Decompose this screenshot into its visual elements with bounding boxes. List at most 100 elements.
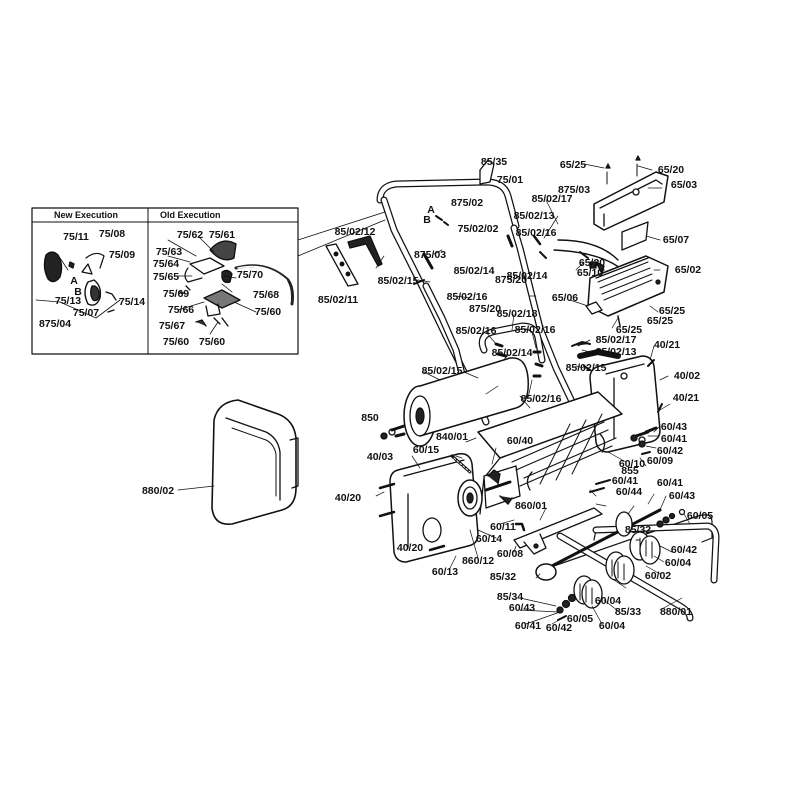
callout-40-03: 40/03	[366, 450, 394, 463]
callout-60-43-c: 60/43	[508, 601, 536, 614]
callout-875-20-b: 875/20	[468, 302, 502, 315]
callout-65-02: 65/02	[674, 263, 702, 276]
callout-85-35: 85/35	[480, 155, 508, 168]
callout-60-04-b: 60/04	[594, 594, 622, 607]
callout-60-13: 60/13	[431, 565, 459, 578]
callout-75-66: 75/66	[167, 303, 195, 316]
callout-85-02-12: 85/02/12	[334, 225, 376, 238]
callout-85-32-a: 85/32	[624, 523, 652, 536]
callout-75-64: 75/64	[152, 257, 180, 270]
callout-65-06: 65/06	[551, 291, 579, 304]
callout-75-11: 75/11	[63, 230, 89, 243]
callout-85-02-11: 85/02/11	[317, 293, 359, 306]
callout-60-41-a: 60/41	[660, 432, 688, 445]
callout-65-03: 65/03	[670, 178, 698, 191]
callout-85-02-16: 85/02/16	[515, 226, 557, 239]
callout-85-02-16-c: 85/02/16	[455, 324, 497, 337]
callout-850: 850	[361, 411, 379, 424]
callout-75-68: 75/68	[252, 288, 280, 301]
callout-40-21-mid: 40/21	[672, 391, 700, 404]
callout-60-43-a: 60/43	[660, 420, 688, 433]
callout-60-05-a: 60/05	[686, 509, 714, 522]
callout-60-44: 60/44	[615, 485, 643, 498]
inset-panel	[31, 207, 386, 355]
callout-85-34: 85/34	[496, 590, 524, 603]
callout-75-07: 75/07	[72, 306, 100, 319]
callout-60-08: 60/08	[496, 547, 524, 560]
callout-85-02-17: 85/02/17	[531, 192, 573, 205]
callout-75-65: 75/65	[152, 270, 180, 283]
callout-40-20-b: 40/20	[396, 541, 424, 554]
callout-60-02: 60/02	[644, 569, 672, 582]
callout-880-02: 880/02	[141, 484, 175, 497]
callout-60-15: 60/15	[412, 443, 440, 456]
callout-85-32-b: 85/32	[489, 570, 517, 583]
callout-60-04-a: 60/04	[664, 556, 692, 569]
callout-75-67: 75/67	[158, 319, 186, 332]
callout-860-12: 860/12	[461, 554, 495, 567]
callout-65-25-r2: 65/25	[646, 314, 674, 327]
callout-75-60-b: 75/60	[162, 335, 190, 348]
callout-75-09: 75/09	[108, 248, 136, 261]
callout-60-09: 60/09	[646, 454, 674, 467]
callout-85-02-18: 85/02/18	[496, 307, 538, 320]
callout-75-02-02: 75/02/02	[457, 222, 499, 235]
callout-75-60-c: 75/60	[198, 335, 226, 348]
callout-85-02-17-mid: 85/02/17	[595, 333, 637, 346]
callout-75-62: 75/62	[176, 228, 204, 241]
callout-875-03: 875/03	[557, 183, 591, 196]
callout-60-10: 60/10	[618, 457, 646, 470]
callout-840-01: 840/01	[435, 430, 469, 443]
callout-85-02-15-b: 85/02/15	[421, 364, 463, 377]
callout-75-70: 75/70	[236, 268, 264, 281]
callout-85-02-16-b: 85/02/16	[446, 290, 488, 303]
callout-inset-b: B	[74, 285, 82, 298]
callout-75-69: 75/69	[162, 287, 190, 300]
callout-60-41-b: 60/41	[611, 474, 639, 487]
callout-75-63: 75/63	[155, 245, 183, 258]
callout-85-33: 85/33	[614, 605, 642, 618]
callout-60-40: 60/40	[506, 434, 534, 447]
callout-85-02-14-b: 85/02/14	[506, 269, 548, 282]
callout-875-04: 875/04	[38, 317, 72, 330]
callout-65-25-bot: 65/25	[615, 323, 643, 336]
callout-60-05-b: 60/05	[566, 612, 594, 625]
callout-855: 855	[621, 464, 639, 477]
callout-880-01: 880/01	[659, 605, 693, 618]
callout-b: B	[423, 213, 431, 226]
callout-60-42-a: 60/42	[656, 444, 684, 457]
new-execution-title: New Execution	[54, 210, 119, 220]
callout-inset-a: A	[70, 274, 78, 287]
callout-60-42-c: 60/42	[545, 621, 573, 634]
motor-cover	[579, 155, 669, 327]
callout-85-02-14: 85/02/14	[453, 264, 495, 277]
callout-75-13: 75/13	[54, 294, 82, 307]
callout-75-14: 75/14	[118, 295, 146, 308]
callout-60-41-d: 60/41	[514, 619, 542, 632]
callout-65-25: 65/25	[559, 158, 587, 171]
callout-85-02-15-c: 85/02/15	[565, 361, 607, 374]
callout-85-02-13-mid: 85/02/13	[595, 345, 637, 358]
callout-65-20-mid: 65/20	[578, 256, 606, 269]
callout-75-01: 75/01	[496, 173, 524, 186]
callout-40-20-a: 40/20	[334, 491, 362, 504]
callout-875-20: 875/20	[494, 273, 528, 286]
callout-65-10: 65/10	[576, 266, 604, 279]
roller-and-frame	[378, 355, 720, 622]
callout-860-01: 860/01	[514, 499, 548, 512]
callout-60-42-b: 60/42	[670, 543, 698, 556]
callout-85-02-16-e: 85/02/16	[520, 392, 562, 405]
callout-40-02: 40/02	[673, 369, 701, 382]
callout-85-02-13: 85/02/13	[513, 209, 555, 222]
callout-40-21: 40/21	[653, 338, 681, 351]
old-execution-title: Old Execution	[160, 210, 221, 220]
callout-85-02-15: 85/02/15	[377, 274, 419, 287]
callout-65-07: 65/07	[662, 233, 690, 246]
callout-60-41-c: 60/41	[656, 476, 684, 489]
callout-a: A	[427, 203, 435, 216]
grass-box	[211, 399, 299, 525]
callout-60-11: 60/11	[490, 520, 516, 533]
callout-75-60-a: 75/60	[254, 305, 282, 318]
